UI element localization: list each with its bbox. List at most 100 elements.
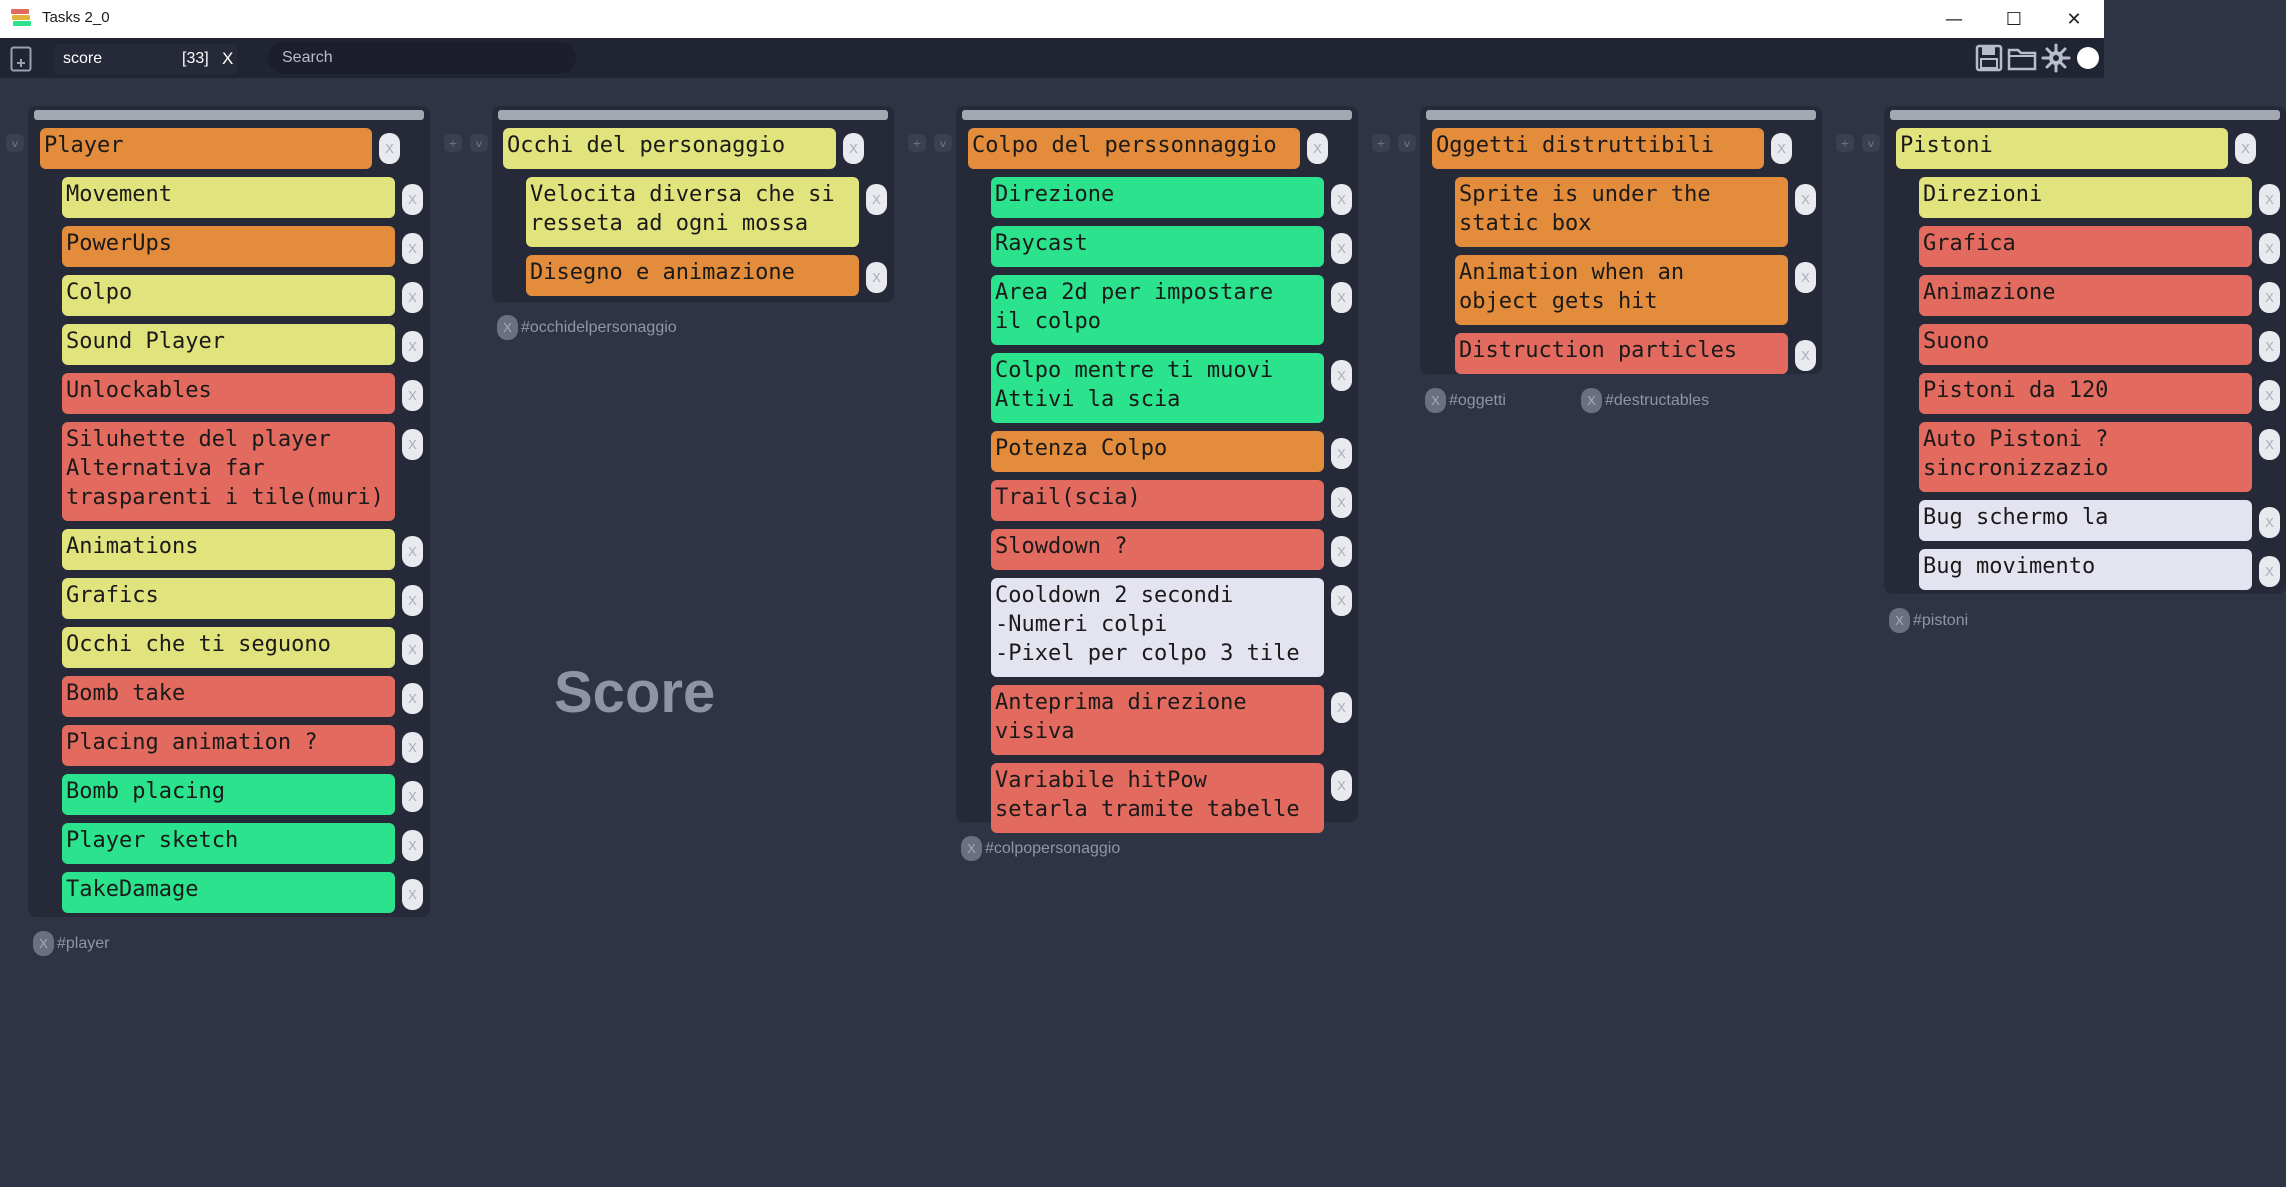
task-card[interactable]: Unlockables [62,373,395,414]
task-card[interactable]: Sound Player [62,324,395,365]
remove-tag-button[interactable]: X [961,836,982,861]
task-card[interactable]: Animazione [1919,275,2252,316]
delete-card-button[interactable]: X [402,781,423,812]
delete-card-button[interactable]: X [2259,429,2280,460]
delete-column-button[interactable]: X [2235,133,2256,164]
delete-card-button[interactable]: X [402,233,423,264]
delete-card-button[interactable]: X [402,282,423,313]
task-card[interactable]: Grafica [1919,226,2252,267]
task-card[interactable]: Colpo [62,275,395,316]
task-card[interactable]: Bug schermo la [1919,500,2252,541]
folder-icon[interactable] [2007,44,2037,72]
column-tag[interactable]: X#colpopersonaggio [961,836,1120,861]
column-tag[interactable]: X#destructables [1581,388,1709,413]
column-drag-handle[interactable] [1426,110,1816,120]
collapse-column-button[interactable]: v [1398,134,1416,152]
task-card[interactable]: Bomb placing [62,774,395,815]
delete-card-button[interactable]: X [402,380,423,411]
column-header[interactable]: Oggetti distruttibili [1432,128,1764,169]
add-column-button[interactable]: + [1372,134,1390,152]
task-card[interactable]: Cooldown 2 secondi -Numeri colpi -Pixel … [991,578,1324,677]
column-drag-handle[interactable] [34,110,424,120]
add-column-button[interactable]: + [908,134,926,152]
task-card[interactable]: Player sketch [62,823,395,864]
task-card[interactable]: Animation when an object gets hit [1455,255,1788,325]
task-card[interactable]: Direzioni [1919,177,2252,218]
column-drag-handle[interactable] [498,110,888,120]
task-card[interactable]: Placing animation ? [62,725,395,766]
delete-card-button[interactable]: X [2259,380,2280,411]
task-card[interactable]: Siluhette del player Alternativa far tra… [62,422,395,521]
column-tag[interactable]: X#player [33,931,109,956]
delete-card-button[interactable]: X [1795,340,1816,371]
task-card[interactable]: Sprite is under the static box [1455,177,1788,247]
delete-card-button[interactable]: X [402,536,423,567]
delete-card-button[interactable]: X [1331,282,1352,313]
delete-card-button[interactable]: X [866,262,887,293]
delete-card-button[interactable]: X [402,830,423,861]
task-card[interactable]: Disegno e animazione [526,255,859,296]
delete-card-button[interactable]: X [1331,692,1352,723]
task-card[interactable]: Distruction particles [1455,333,1788,374]
delete-card-button[interactable]: X [402,585,423,616]
task-card[interactable]: Raycast [991,226,1324,267]
delete-column-button[interactable]: X [379,133,400,164]
collapse-column-button[interactable]: v [934,134,952,152]
task-card[interactable]: PowerUps [62,226,395,267]
delete-card-button[interactable]: X [1331,233,1352,264]
task-card[interactable]: Velocita diversa che si resseta ad ogni … [526,177,859,247]
remove-tag-button[interactable]: X [497,315,518,340]
delete-card-button[interactable]: X [402,879,423,910]
column-header[interactable]: Colpo del perssonnaggio [968,128,1300,169]
task-card[interactable]: Anteprima direzione visiva [991,685,1324,755]
delete-card-button[interactable]: X [2259,282,2280,313]
task-card[interactable]: TakeDamage [62,872,395,913]
close-window-button[interactable]: ✕ [2044,0,2104,38]
delete-card-button[interactable]: X [402,634,423,665]
column-header[interactable]: Pistoni [1896,128,2228,169]
delete-card-button[interactable]: X [402,732,423,763]
delete-card-button[interactable]: X [402,184,423,215]
delete-card-button[interactable]: X [1331,770,1352,801]
theme-toggle-icon[interactable] [2075,45,2101,71]
task-card[interactable]: Variabile hitPow setarla tramite tabelle [991,763,1324,833]
delete-card-button[interactable]: X [2259,184,2280,215]
add-column-button[interactable]: + [1836,134,1854,152]
task-card[interactable]: Trail(scia) [991,480,1324,521]
collapse-column-button[interactable]: v [470,134,488,152]
delete-card-button[interactable]: X [1795,184,1816,215]
task-card[interactable]: Suono [1919,324,2252,365]
delete-column-button[interactable]: X [1771,133,1792,164]
delete-card-button[interactable]: X [1795,262,1816,293]
remove-tag-button[interactable]: X [33,931,54,956]
delete-card-button[interactable]: X [1331,585,1352,616]
delete-card-button[interactable]: X [2259,233,2280,264]
search-input[interactable] [268,42,576,74]
maximize-button[interactable]: ☐ [1984,0,2044,38]
delete-card-button[interactable]: X [1331,184,1352,215]
save-icon[interactable] [1975,44,2003,72]
delete-card-button[interactable]: X [1331,438,1352,469]
task-card[interactable]: Pistoni da 120 [1919,373,2252,414]
task-card[interactable]: Direzione [991,177,1324,218]
task-card[interactable]: Occhi che ti seguono [62,627,395,668]
delete-card-button[interactable]: X [866,184,887,215]
remove-tag-button[interactable]: X [1425,388,1446,413]
delete-card-button[interactable]: X [402,331,423,362]
tab-score[interactable]: score [33] X [54,44,237,74]
column-header[interactable]: Player [40,128,372,169]
remove-tag-button[interactable]: X [1581,388,1602,413]
column-tag[interactable]: X#occhidelpersonaggio [497,315,677,340]
task-card[interactable]: Bomb take [62,676,395,717]
task-card[interactable]: Potenza Colpo [991,431,1324,472]
settings-icon[interactable] [2041,43,2071,73]
collapse-column-button[interactable]: v [1862,134,1880,152]
task-card[interactable]: Movement [62,177,395,218]
column-drag-handle[interactable] [1890,110,2280,120]
minimize-button[interactable]: — [1924,0,1984,38]
column-drag-handle[interactable] [962,110,1352,120]
tab-close-button[interactable]: X [222,49,234,68]
delete-card-button[interactable]: X [2259,556,2280,587]
task-card[interactable]: Slowdown ? [991,529,1324,570]
task-card[interactable]: Auto Pistoni ? sincronizzazio [1919,422,2252,492]
